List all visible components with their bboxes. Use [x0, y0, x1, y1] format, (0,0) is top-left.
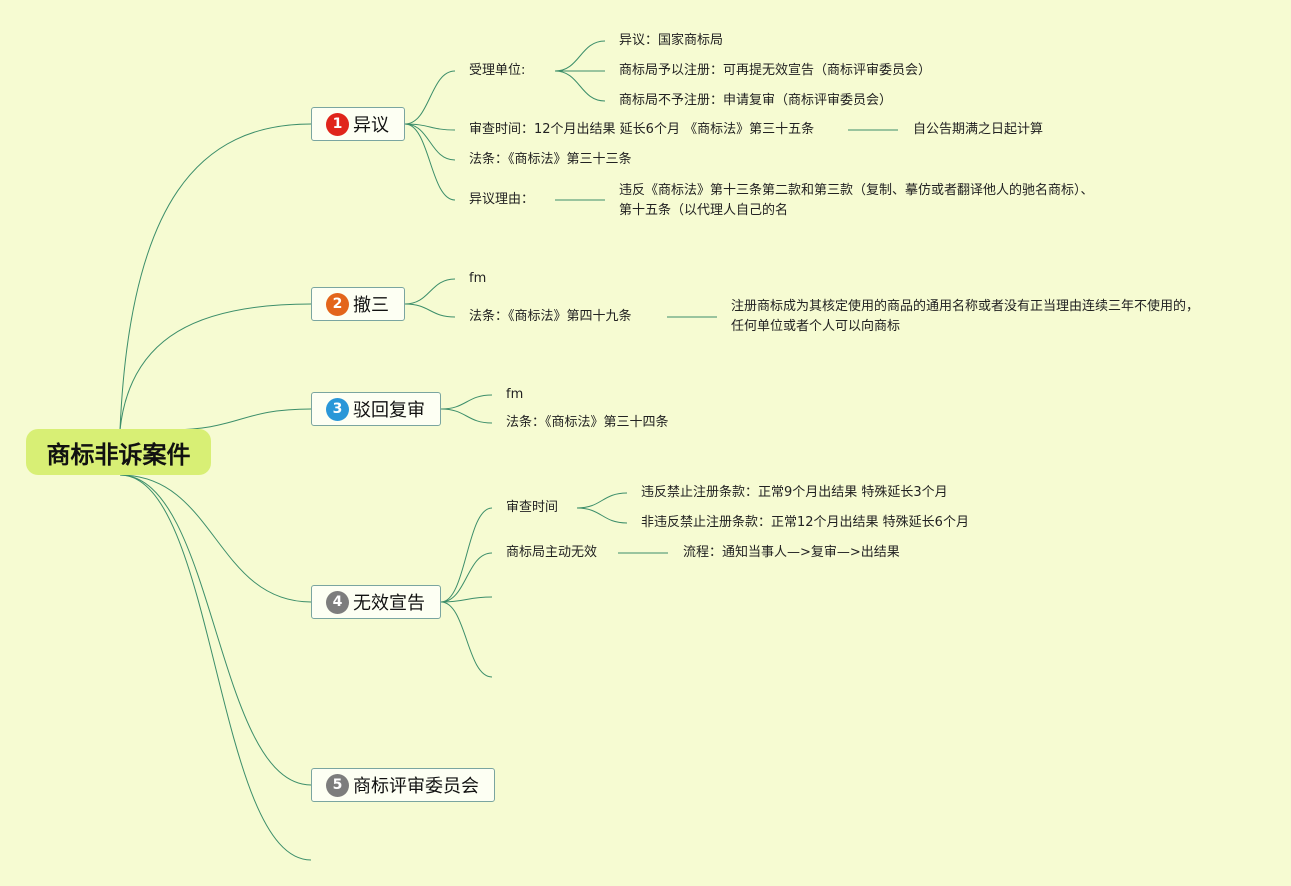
b1-receiving-unit[interactable]: 受理单位: — [469, 63, 526, 78]
unit-to-objection-line — [554, 40, 606, 72]
branch-1-topic[interactable]: 1 异议 — [311, 107, 405, 141]
time-to-nonviolation-line — [576, 507, 628, 524]
b4-to-office-line — [440, 552, 493, 603]
b2-law-note[interactable]: 注册商标成为其核定使用的商品的通用名称或者没有正当理由连续三年不使用的，任何单位… — [731, 299, 1200, 334]
b3-to-law-line — [440, 408, 493, 424]
b2-to-fm-line — [404, 278, 456, 305]
b1-objection-office[interactable]: 异议：国家商标局 — [619, 33, 724, 48]
b1-to-law-line — [404, 123, 456, 161]
b1-objection-reason[interactable]: 异议理由： — [469, 192, 535, 207]
number-5-icon: 5 — [326, 773, 349, 797]
b4-to-time-line — [440, 507, 493, 603]
b1-review-time-note[interactable]: 自公告期满之日起计算 — [913, 122, 1044, 137]
b3-to-fm-line — [440, 394, 493, 410]
branch-1-label: 异议 — [353, 115, 389, 136]
b4-violation[interactable]: 违反禁止注册条款：正常9个月出结果 特殊延长3个月 — [641, 485, 948, 500]
root-to-b2-line — [119, 303, 312, 431]
root-to-b3-line — [167, 408, 312, 431]
b4-office-invalidation[interactable]: 商标局主动无效 — [506, 545, 598, 560]
branch-2-topic[interactable]: 2 撤三 — [311, 287, 405, 321]
b4-non-violation[interactable]: 非违反禁止注册条款：正常12个月出结果 特殊延长6个月 — [641, 515, 969, 530]
unit-to-notregistered-line — [554, 70, 606, 102]
branch-5-topic[interactable]: 5 商标评审委员会 — [311, 768, 495, 802]
number-2-icon: 2 — [326, 292, 349, 316]
branch-4-label: 无效宣告 — [353, 593, 425, 614]
b4-to-empty1-line — [440, 596, 493, 603]
b1-review-time[interactable]: 审查时间：12个月出结果 延长6个月 《商标法》第三十五条 — [469, 122, 815, 137]
b2-law-article[interactable]: 法条：《商标法》第四十九条 — [469, 309, 632, 324]
b3-law-article[interactable]: 法条：《商标法》第三十四条 — [506, 415, 669, 430]
b3-fm[interactable]: fm — [506, 387, 524, 402]
number-3-icon: 3 — [326, 397, 349, 421]
b1-not-registered[interactable]: 商标局不予注册：申请复审（商标评审委员会） — [619, 93, 893, 108]
root-to-b5-line — [119, 474, 312, 786]
b4-review-time[interactable]: 审查时间 — [506, 500, 559, 515]
root-to-b4-line — [119, 474, 312, 603]
b2-to-law-line — [404, 303, 456, 318]
root-to-extra-line — [119, 474, 312, 861]
number-1-icon: 1 — [326, 112, 349, 136]
branch-3-label: 驳回复审 — [353, 400, 425, 421]
branch-5-label: 商标评审委员会 — [353, 776, 479, 797]
b1-registered[interactable]: 商标局予以注册：可再提无效宣告（商标评审委员会） — [619, 63, 932, 78]
root-topic[interactable]: 商标非诉案件 — [26, 429, 211, 475]
root-to-b1-line — [119, 123, 312, 431]
b2-fm[interactable]: fm — [469, 271, 487, 286]
branch-2-label: 撤三 — [353, 295, 389, 316]
b1-law-article[interactable]: 法条：《商标法》第三十三条 — [469, 152, 632, 167]
time-to-violation-line — [576, 492, 628, 509]
branch-4-topic[interactable]: 4 无效宣告 — [311, 585, 441, 619]
b1-to-unit-line — [404, 70, 456, 125]
branch-3-topic[interactable]: 3 驳回复审 — [311, 392, 441, 426]
b4-process-note[interactable]: 流程：通知当事人—>复审—>出结果 — [683, 545, 900, 560]
b4-to-empty2-line — [440, 601, 493, 678]
b1-to-reason-line — [404, 123, 456, 201]
number-4-icon: 4 — [326, 590, 349, 614]
b1-objection-reason-note[interactable]: 违反《商标法》第十三条第二款和第三款（复制、摹仿或者翻译他人的驰名商标）、第十五… — [619, 183, 1094, 218]
